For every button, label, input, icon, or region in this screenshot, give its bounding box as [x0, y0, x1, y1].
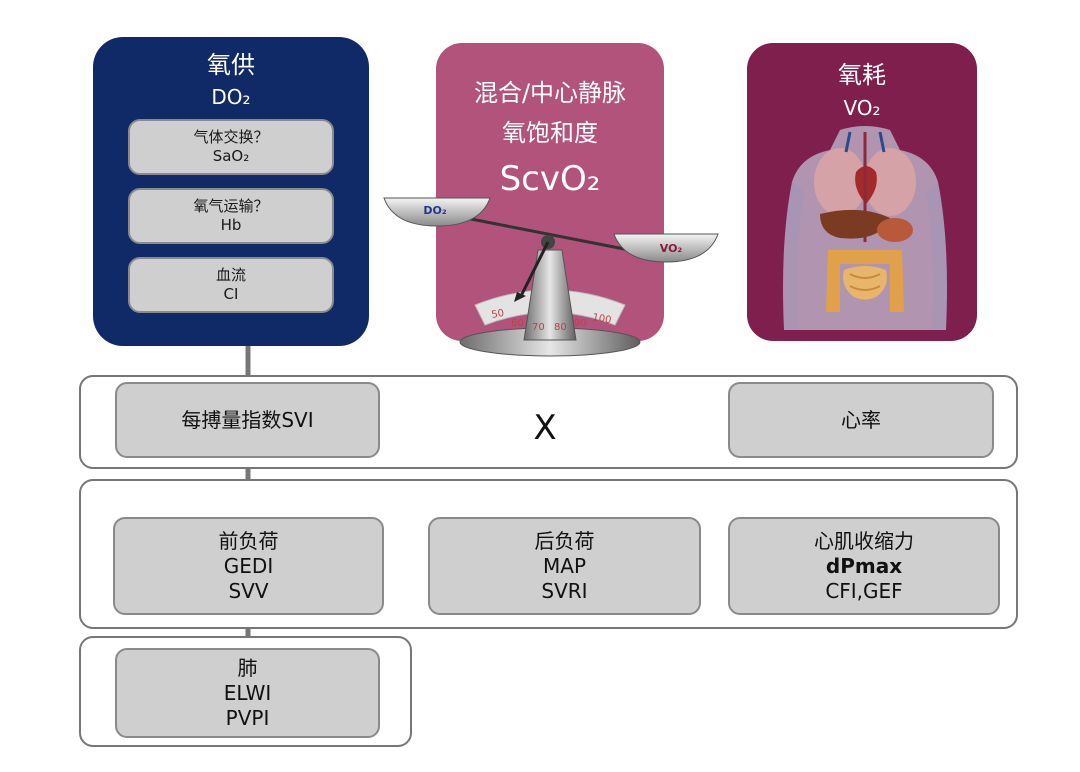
lung-line1: ELWI — [223, 680, 272, 705]
left-pan — [383, 197, 491, 227]
scale-needle — [518, 241, 550, 299]
blood-flow-label: 血流 — [215, 266, 246, 284]
right-pan-label: VO₂ — [660, 242, 683, 255]
gas-exchange-label: 气体交换？ — [193, 128, 269, 146]
afterload-box: 后负荷 MAP SVRI — [428, 517, 701, 615]
scale-tick: 50 — [491, 308, 505, 321]
lung-line2: PVPI — [225, 705, 270, 730]
afterload-line1: MAP — [543, 553, 586, 578]
arm-left — [783, 182, 804, 330]
lung-right — [864, 148, 916, 216]
lung-box: 肺 ELWI PVPI — [115, 648, 380, 738]
large-intestine — [826, 250, 904, 312]
heart-rate-label: 心率 — [841, 407, 881, 432]
vessel — [878, 131, 886, 153]
oxygen-consumption-subtitle: VO₂ — [843, 96, 881, 120]
stroke-volume-box: 每搏量指数SVI — [115, 382, 380, 458]
heart-rate-box: 心率 — [728, 382, 994, 458]
left-pan-label: DO₂ — [423, 204, 446, 217]
oxygen-transport-value: Hb — [220, 216, 242, 234]
multiply-operator: X — [533, 408, 557, 448]
scale-tick: 70 — [532, 322, 545, 333]
preload-line2: SVV — [228, 578, 269, 603]
oxygen-transport-box: 氧气运输？ Hb — [128, 188, 334, 244]
vessel — [844, 131, 852, 153]
arm-right — [926, 182, 947, 330]
oxygen-supply-subtitle: DO₂ — [211, 85, 251, 109]
contractility-box: 心肌收缩力 dPmax CFI,GEF — [728, 517, 1000, 615]
balance-scale-illustration: DO₂ VO₂ 50 60 70 80 90 100 — [383, 197, 719, 357]
afterload-title: 后负荷 — [534, 528, 595, 553]
contractility-line2: CFI,GEF — [825, 578, 903, 603]
preload-box: 前负荷 GEDI SVV — [113, 517, 384, 615]
scale-tick: 100 — [591, 312, 612, 326]
venous-saturation-line2: 氧饱和度 — [502, 119, 598, 147]
scale-pillar — [523, 249, 577, 341]
stomach — [877, 218, 913, 242]
scale-tick: 80 — [554, 322, 567, 333]
scale-tick: 60 — [511, 318, 524, 329]
lung-left — [814, 148, 866, 216]
oxygen-supply-title: 氧供 — [207, 51, 255, 79]
blood-flow-box: 血流 CI — [128, 257, 334, 313]
preload-title: 前负荷 — [218, 528, 279, 553]
lung-title: 肺 — [237, 655, 258, 680]
scale-tick: 90 — [574, 318, 587, 329]
blood-flow-value: CI — [223, 285, 239, 303]
oxygen-consumption-title: 氧耗 — [838, 61, 886, 89]
liver — [820, 209, 890, 239]
gas-exchange-value: SaO₂ — [212, 147, 250, 165]
stroke-volume-label: 每搏量指数SVI — [181, 407, 314, 432]
preload-line1: GEDI — [223, 553, 274, 578]
venous-saturation-line3: ScvO₂ — [499, 159, 601, 199]
anatomy-illustration — [783, 126, 947, 330]
contractility-line1: dPmax — [825, 553, 903, 578]
oxygen-transport-label: 氧气运输？ — [193, 197, 269, 215]
contractility-title: 心肌收缩力 — [814, 528, 914, 553]
afterload-line2: SVRI — [541, 578, 588, 603]
small-intestine — [843, 266, 887, 300]
right-pan — [613, 233, 719, 263]
scale-needle-tip — [514, 292, 526, 302]
venous-saturation-line1: 混合/中心静脉 — [473, 79, 627, 107]
intestine-coil — [849, 273, 881, 291]
gas-exchange-box: 气体交换？ SaO₂ — [128, 119, 334, 175]
